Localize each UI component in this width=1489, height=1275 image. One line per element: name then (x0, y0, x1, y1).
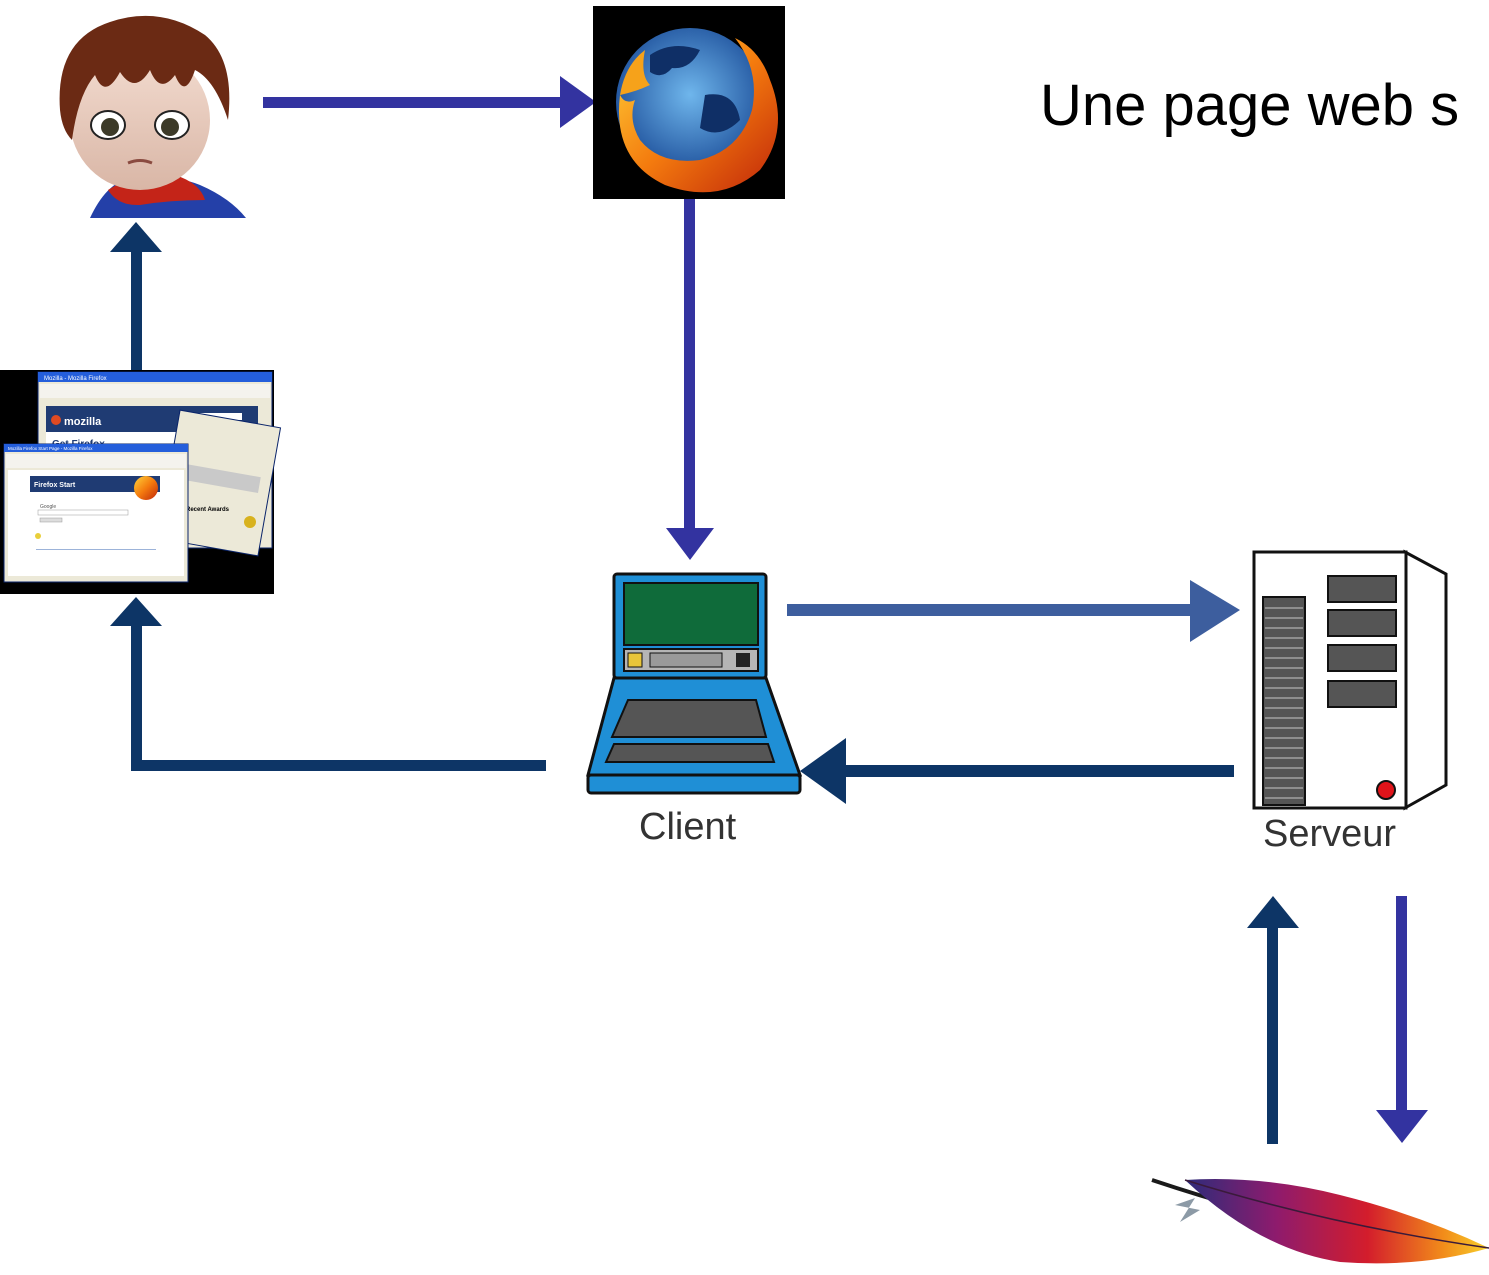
client-label: Client (639, 806, 737, 848)
arrow-apache-to-server (1247, 896, 1299, 1144)
arrow-server-to-apache (1376, 896, 1428, 1143)
arrow-screenshot-to-user (110, 222, 162, 371)
arrow-client-to-server (787, 580, 1240, 642)
user-avatar-icon (59, 15, 246, 218)
arrow-user-to-browser (263, 76, 596, 128)
front-browser-window: Mozilla Firefox Start Page - Mozilla Fir… (3, 443, 189, 583)
slide-title: Une page web s (1040, 73, 1460, 138)
arrow-server-to-client (800, 738, 1234, 804)
browser-screenshot-icon: Mozilla - Mozilla Firefox mozilla Get Fi… (0, 370, 282, 594)
back-brand-text: mozilla (64, 416, 102, 428)
firefox-logo-icon (593, 6, 785, 199)
back-window-title: Mozilla - Mozilla Firefox (44, 376, 107, 382)
server-tower-icon (1252, 549, 1448, 811)
back-awards-text: Recent Awards (186, 507, 230, 513)
front-heading-text: Firefox Start (34, 482, 76, 489)
apache-feather-icon (1151, 1178, 1489, 1264)
front-search-brand: Google (40, 504, 56, 510)
front-window-title: Mozilla Firefox Start Page - Mozilla Fir… (8, 446, 93, 451)
server-label: Serveur (1263, 813, 1397, 855)
client-laptop-icon (586, 572, 803, 795)
arrow-browser-to-client (666, 198, 714, 560)
arrow-client-to-screenshot (110, 597, 546, 771)
